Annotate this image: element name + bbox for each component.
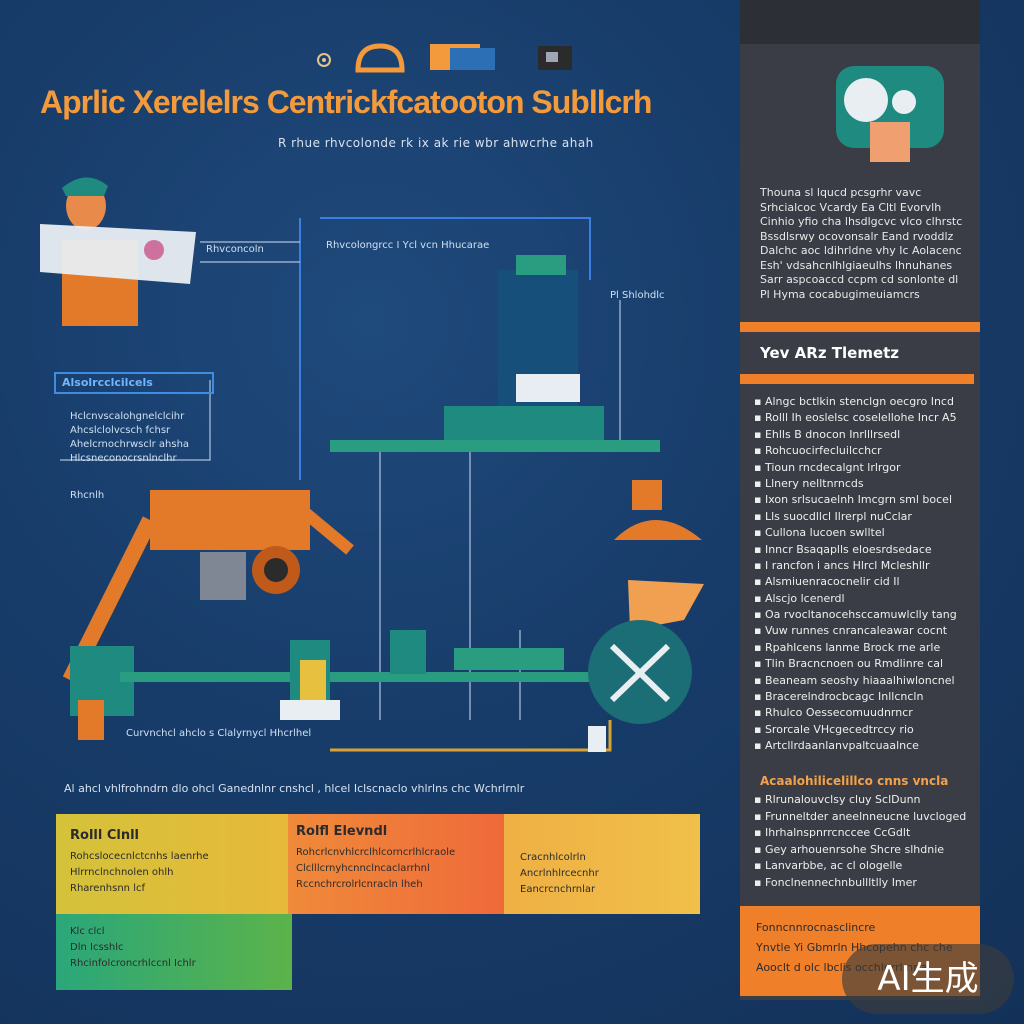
- list-item: Bracerelndrocbcagc Inllcncln: [754, 689, 976, 705]
- control-tower: [330, 255, 660, 452]
- left-note-item: Hclcnvscalohgnelclcihr: [70, 411, 185, 422]
- info-panel-1: Rolll Clnll Rohcslocecnlctcnhs laenrhe H…: [56, 814, 288, 914]
- list-item: Alsmiuenracocnelir cid Il: [754, 574, 976, 590]
- panel-line: Rohcrlcnvhlcrclhlcorncrlhlcraole: [296, 847, 456, 858]
- page-subtitle: R rhue rhvcolonde rk ix ak rie wbr ahwcr…: [278, 136, 594, 150]
- list-item: Ehlls B dnocon Inrlllrsedl: [754, 427, 976, 443]
- list-item: Srorcale VHcgecedtrccy rio: [754, 722, 976, 738]
- header-icons: [317, 43, 572, 73]
- helmet-icon: [355, 43, 405, 73]
- top-label-2: Rhvcolongrcc I Ycl vcn Hhucarae: [326, 240, 490, 251]
- info-panel-4: Klc clcl Dln Icsshlc Rhcinfolcroncrhlccn…: [56, 914, 292, 990]
- sidebar-divider: [740, 374, 974, 384]
- worker-figure: [40, 177, 196, 326]
- list-item: Alngc bctlkin stenclgn oecgro Incd: [754, 394, 976, 410]
- left-note-item: Hlcsneconocrsnlnclhr: [70, 453, 177, 464]
- robot-head-icon: [836, 66, 944, 162]
- list-item: Ixon srlsucaelnh Imcgrn sml bocel: [754, 492, 976, 508]
- diagram-caption: Al ahcl vhlfrohndrn dlo ohcl Ganednlnr c…: [64, 782, 525, 795]
- panel-line: Clclllcrnyhcnnclncaclarrhnl: [296, 863, 430, 874]
- panel-line: Ancrlnhlrcecnhr: [520, 868, 599, 879]
- list-item: Inncr Bsaqaplls eloesrdsedace: [754, 542, 976, 558]
- flower-icon: [317, 53, 331, 67]
- list-item: Rolll Ih eoslelsc coselellohe Incr A5: [754, 410, 976, 426]
- sidebar-paragraph: Thouna sl lqucd pcsgrhr vavc Srhcialcoc …: [760, 186, 963, 301]
- list-item: Rohcuocirfecluilcchcr: [754, 443, 976, 459]
- info-panel-2: Rolfl Elevndl Rohcrlcnvhlcrclhlcorncrlhl…: [288, 814, 504, 914]
- list-item: Rlrunalouvclsy cluy SclDunn: [754, 792, 976, 809]
- list-item: Tioun rncdecalgnt lrlrgor: [754, 460, 976, 476]
- connector-lines: [60, 217, 650, 752]
- page-title: Aprlic Xerelelrs Centrickfcatooton Subll…: [40, 84, 652, 120]
- sidebar-section2-title: Acaalohilicelillco cnns vncla: [760, 774, 949, 788]
- list-item: Ihrhalnspnrrcnccee CcGdlt: [754, 825, 976, 842]
- sidebar-divider: [740, 322, 980, 332]
- panel-title: Rolll Clnll: [70, 828, 139, 843]
- left-note-item: Ahcslclolvcsch fchsr: [70, 425, 171, 436]
- bottom-label: Curvnchcl ahclo s Clalyrnycl Hhcrlhel: [126, 728, 312, 739]
- list-item: Lls suocdllcl Ilrerpl nuCclar: [754, 509, 976, 525]
- robotic-arm: [62, 490, 354, 740]
- sidebar-list-2: Rlrunalouvclsy cluy SclDunn Frunneltder …: [754, 792, 976, 891]
- list-item: Tlin Bracncnoen ou Rmdlinre cal: [754, 656, 976, 672]
- right-label: Pl Shlohdlc: [610, 290, 665, 301]
- panel-line: Klc clcl: [70, 926, 105, 937]
- left-small-label: Rhcnlh: [70, 490, 105, 501]
- top-label-1: Rhvconcoln: [206, 244, 264, 255]
- list-item: Gey arhouenrsohe Shcre slhdnie: [754, 842, 976, 859]
- sidebar-section-title: Yev ARz Tlemetz: [760, 344, 900, 362]
- list-item: Fonclnennechnbullltlly Imer: [754, 875, 976, 892]
- sidebar-list: Alngc bctlkin stenclgn oecgro Incd Rolll…: [754, 394, 976, 755]
- list-item: Fonncnnrocnasclincre: [756, 921, 876, 934]
- list-item: Beaneam seoshy hiaaalhiwloncnel: [754, 673, 976, 689]
- conveyor-line: [120, 630, 600, 720]
- panel-line: Dln Icsshlc: [70, 942, 124, 953]
- list-item: Llnery nelltnrncds: [754, 476, 976, 492]
- sidebar-top-image: [740, 0, 980, 44]
- panel-title: Rolfl Elevndl: [296, 824, 388, 839]
- panel-line: Eancrcnchrnlar: [520, 884, 596, 895]
- panel-line: Rccnchrcrolrlcnracln lheh: [296, 879, 423, 890]
- device-icon: [538, 46, 572, 70]
- info-panel-3: Cracnhlcolrln Ancrlnhlrcecnhr Eancrcnchr…: [504, 814, 700, 914]
- list-item: Rhulco Oessecomuudnrncr: [754, 705, 976, 721]
- panel-line: Rhcinfolcroncrhlccnl Ichlr: [70, 958, 196, 969]
- list-item: Frunneltder aneelnneucne luvcloged: [754, 809, 976, 826]
- panel-line: Hlrrnclnchnolen ohlh: [70, 867, 174, 878]
- legend-title: Alsolrcclcilcels: [54, 372, 214, 394]
- ai-watermark-badge: AI生成: [842, 944, 1014, 1014]
- panel-line: Rohcslocecnlctcnhs laenrhe: [70, 851, 209, 862]
- list-item: Oa rvocltanocehsccamuwlclly tang: [754, 607, 976, 623]
- list-item: Vuw runnes cnrancaleawar cocnt: [754, 623, 976, 639]
- panel-line: Cracnhlcolrln: [520, 852, 586, 863]
- right-machine: [588, 480, 704, 752]
- left-note-item: Ahelcrnochrwsclr ahsha: [70, 439, 190, 450]
- list-item: Alscjo lcenerdl: [754, 591, 976, 607]
- panel-line: Rharenhsnn lcf: [70, 883, 145, 894]
- list-item: Artcllrdaanlanvpaltcuaalnce: [754, 738, 976, 754]
- left-notes: Hclcnvscalohgnelclcihr Ahcslclolvcsch fc…: [70, 410, 189, 466]
- process-diagram: [40, 177, 704, 752]
- gear-block-icon: [430, 44, 495, 70]
- list-item: Lanvarbbe, ac cl ologelle: [754, 858, 976, 875]
- list-item: I rancfon i ancs Hlrcl Mcleshllr: [754, 558, 976, 574]
- list-item: Rpahlcens lanme Brock rne arle: [754, 640, 976, 656]
- list-item: Cullona lucoen swlltel: [754, 525, 976, 541]
